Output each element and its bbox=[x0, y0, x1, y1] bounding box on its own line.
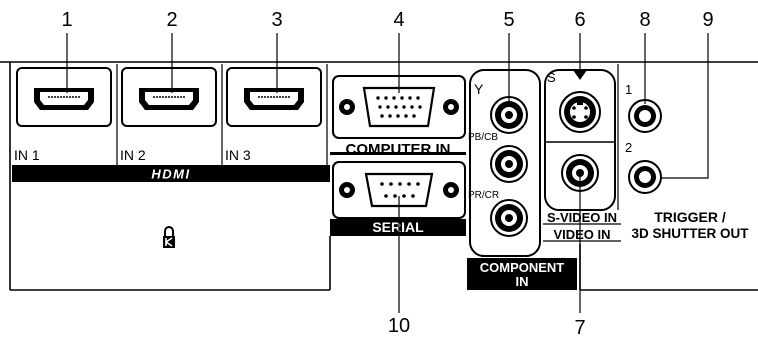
hdmi-label-bar bbox=[12, 165, 330, 182]
computer-in-port[interactable] bbox=[332, 75, 466, 139]
kensington-lock-icon bbox=[163, 226, 175, 248]
callout-8: 8 bbox=[639, 9, 650, 31]
trigger-2-label: 2 bbox=[625, 140, 632, 155]
hdmi-section: IN 1 IN 2 IN 3 HDMI bbox=[12, 64, 330, 182]
computer-in-section: COMPUTER IN bbox=[330, 75, 466, 158]
component-pb-jack[interactable] bbox=[490, 145, 528, 183]
svideo-jack[interactable] bbox=[559, 91, 601, 133]
serial-port[interactable] bbox=[332, 161, 466, 219]
hdmi-port-1[interactable] bbox=[16, 67, 112, 127]
callout-2: 2 bbox=[166, 9, 177, 31]
trigger-jack-2[interactable] bbox=[628, 160, 662, 194]
vga-port-icon bbox=[362, 86, 436, 128]
component-title-line2: IN bbox=[516, 274, 529, 289]
svideo-jack-icon bbox=[559, 91, 601, 133]
component-y-jack[interactable] bbox=[490, 96, 528, 134]
component-pb-label: PB/CB bbox=[468, 132, 498, 143]
callout-4: 4 bbox=[393, 9, 404, 31]
serial-port-icon bbox=[364, 172, 434, 208]
svideo-s-label: S bbox=[547, 70, 556, 85]
svideo-section: S S-VIDEO IN VIDEO IN bbox=[543, 69, 621, 242]
svideo-in-label: S-VIDEO IN bbox=[547, 210, 617, 225]
callout-10: 10 bbox=[388, 315, 410, 337]
callout-7: 7 bbox=[574, 317, 585, 338]
trigger-title-line1: TRIGGER / bbox=[654, 209, 726, 225]
component-pr-jack[interactable] bbox=[490, 199, 528, 237]
trigger-jack-1[interactable] bbox=[628, 99, 662, 133]
callout-6: 6 bbox=[574, 9, 585, 31]
trigger-section: 1 2 TRIGGER / 3D SHUTTER OUT bbox=[617, 64, 749, 241]
computer-in-label: COMPUTER IN bbox=[346, 141, 451, 158]
hdmi-port-icon bbox=[34, 88, 94, 110]
hdmi-in1-label: IN 1 bbox=[14, 147, 40, 163]
hdmi-logo: HDMI bbox=[151, 167, 190, 182]
hdmi-in2-label: IN 2 bbox=[120, 147, 146, 163]
hdmi-port-icon bbox=[244, 88, 304, 110]
svideo-indicator-arrow bbox=[573, 70, 587, 80]
callout-3: 3 bbox=[271, 9, 282, 31]
trigger-title-line2: 3D SHUTTER OUT bbox=[631, 226, 749, 241]
component-y-label: Y bbox=[474, 81, 484, 97]
component-in-section: Y PB/CB PR/CR COMPONENT IN bbox=[467, 69, 577, 290]
hdmi-port-2[interactable] bbox=[121, 67, 217, 127]
hdmi-port-3[interactable] bbox=[226, 67, 322, 127]
callout-5: 5 bbox=[503, 9, 514, 31]
video-in-label: VIDEO IN bbox=[553, 227, 610, 242]
serial-label: SERIAL bbox=[372, 219, 424, 235]
trigger-1-label: 1 bbox=[625, 82, 632, 97]
callout-9: 9 bbox=[702, 9, 713, 31]
trigger-jack-icon bbox=[628, 99, 662, 133]
trigger-jack-icon bbox=[628, 160, 662, 194]
serial-section: SERIAL bbox=[330, 161, 466, 236]
component-title-line1: COMPONENT bbox=[480, 260, 565, 275]
callout-1: 1 bbox=[61, 9, 72, 31]
leader-lines bbox=[66, 33, 709, 313]
component-pr-label: PR/CR bbox=[468, 190, 499, 201]
hdmi-port-icon bbox=[139, 88, 199, 110]
hdmi-in3-label: IN 3 bbox=[225, 147, 251, 163]
callout-numbers: 1 2 3 4 5 6 8 9 10 7 bbox=[61, 9, 713, 338]
